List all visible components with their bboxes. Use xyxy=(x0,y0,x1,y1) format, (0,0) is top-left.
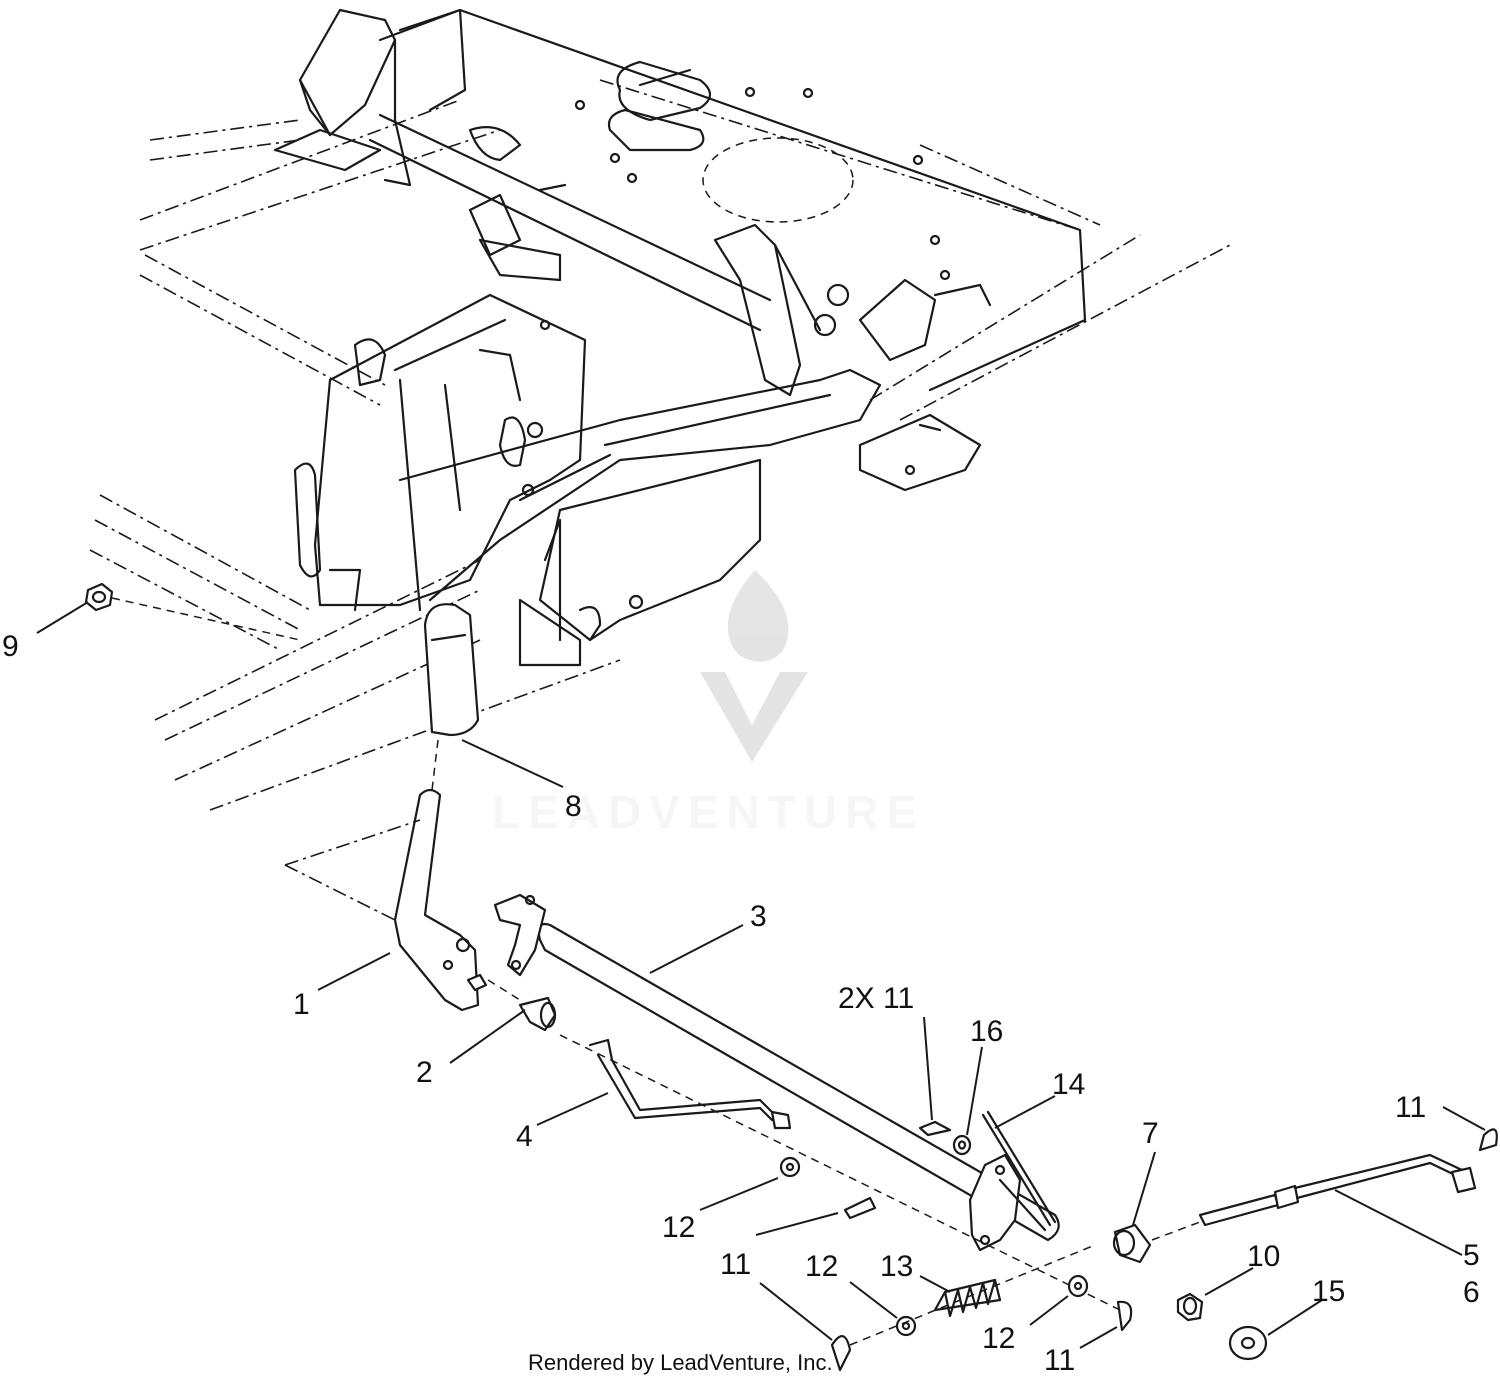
part-12-washer-c xyxy=(1067,1274,1089,1298)
callout-13: 13 xyxy=(880,1250,913,1283)
callout-labels: 9 8 1 3 2 4 2X 11 16 14 7 11 12 11 12 13… xyxy=(2,630,1480,1377)
callout-2: 2 xyxy=(416,1056,433,1089)
callout-11-bottom: 11 xyxy=(1044,1344,1075,1377)
callout-12-a: 12 xyxy=(662,1211,695,1244)
callout-3: 3 xyxy=(750,900,767,933)
callout-11-top-right: 11 xyxy=(1395,1091,1426,1124)
part-10-bushing xyxy=(1176,1292,1204,1322)
leadventure-watermark: LEADVENTURE xyxy=(492,570,925,838)
callout-5: 5 xyxy=(1463,1239,1480,1272)
leader-lines xyxy=(36,601,1486,1349)
callout-12-c: 12 xyxy=(982,1322,1015,1355)
part-3-cross-shaft xyxy=(493,893,1060,1252)
callout-8: 8 xyxy=(565,790,582,823)
callout-4: 4 xyxy=(516,1120,533,1153)
part-11-hairpin-top xyxy=(918,1120,952,1137)
part-16-washer xyxy=(952,1134,972,1156)
callout-6: 6 xyxy=(1463,1276,1480,1309)
part-14-cotter-pin xyxy=(981,1110,1057,1227)
part-7-collar xyxy=(1112,1223,1152,1264)
part-5-6-adjuster-rod xyxy=(1151,1128,1498,1241)
part-8-pedal-pad xyxy=(423,603,480,737)
part-2-pin xyxy=(487,979,557,1032)
part-4-rod xyxy=(559,1034,1121,1311)
tractor-frame xyxy=(89,8,1231,811)
callout-14: 14 xyxy=(1052,1068,1085,1101)
callout-12-b: 12 xyxy=(805,1250,838,1283)
flame-icon xyxy=(727,570,789,662)
v-logo-icon xyxy=(700,672,808,762)
callout-7: 7 xyxy=(1142,1117,1159,1150)
callout-9: 9 xyxy=(2,630,19,663)
footer-credit: Rendered by LeadVenture, Inc. xyxy=(528,1350,833,1375)
callout-11-mid: 11 xyxy=(720,1248,751,1281)
callout-10: 10 xyxy=(1247,1240,1280,1273)
callout-15: 15 xyxy=(1312,1275,1345,1308)
part-9-nut xyxy=(84,582,301,641)
part-11-hairpin-left xyxy=(830,1335,852,1372)
part-11-hairpin-right xyxy=(1116,1300,1133,1332)
callout-1: 1 xyxy=(293,988,310,1021)
part-11-hairpin-mid xyxy=(843,1196,877,1220)
part-15-washer xyxy=(1228,1325,1268,1361)
part-13-spring xyxy=(933,1278,1002,1318)
callout-2x11: 2X 11 xyxy=(838,982,914,1015)
watermark-text: LEADVENTURE xyxy=(492,786,925,838)
part-12-washer-a xyxy=(779,1156,801,1178)
callout-16: 16 xyxy=(970,1015,1003,1048)
part-1-pedal-arm xyxy=(284,739,488,1012)
